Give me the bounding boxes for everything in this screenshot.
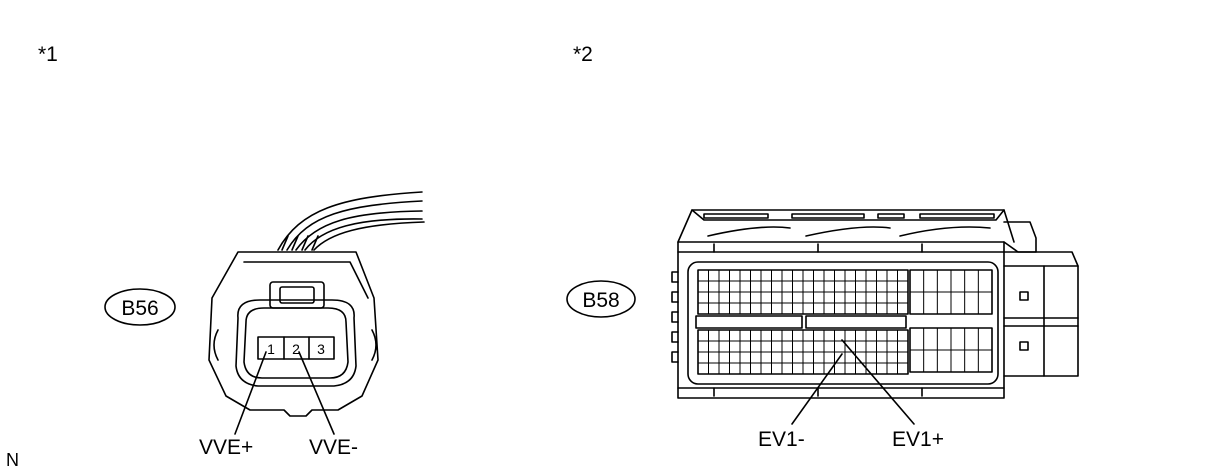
corner-mark: N bbox=[6, 450, 19, 470]
callout-2-label: *2 bbox=[573, 43, 593, 66]
terminal-label-ev1-plus: EV1+ bbox=[892, 428, 944, 451]
terminal-label-vve-plus: VVE+ bbox=[199, 436, 254, 459]
connector-code-badge-b58 bbox=[566, 280, 636, 318]
cavity-grid-lower bbox=[698, 330, 908, 374]
cavity-grid-right-lower bbox=[910, 328, 992, 372]
terminal-label-vve-minus: VVE- bbox=[309, 436, 359, 459]
connector-code-badge-b56 bbox=[104, 288, 176, 326]
connector-code-b58: B58 bbox=[582, 289, 619, 312]
connector-code-b56: B56 bbox=[121, 297, 158, 320]
connector-b58 bbox=[671, 209, 1079, 425]
callout-1-label: *1 bbox=[38, 43, 58, 66]
pin-number-2: 2 bbox=[292, 341, 300, 357]
cavity-grid-right-upper bbox=[910, 270, 992, 314]
pin-number-3: 3 bbox=[317, 341, 325, 357]
terminal-label-ev1-minus: EV1- bbox=[758, 428, 805, 451]
connector-b56 bbox=[208, 191, 425, 435]
cavity-grid-upper bbox=[698, 270, 908, 314]
pin-number-1: 1 bbox=[267, 341, 275, 357]
